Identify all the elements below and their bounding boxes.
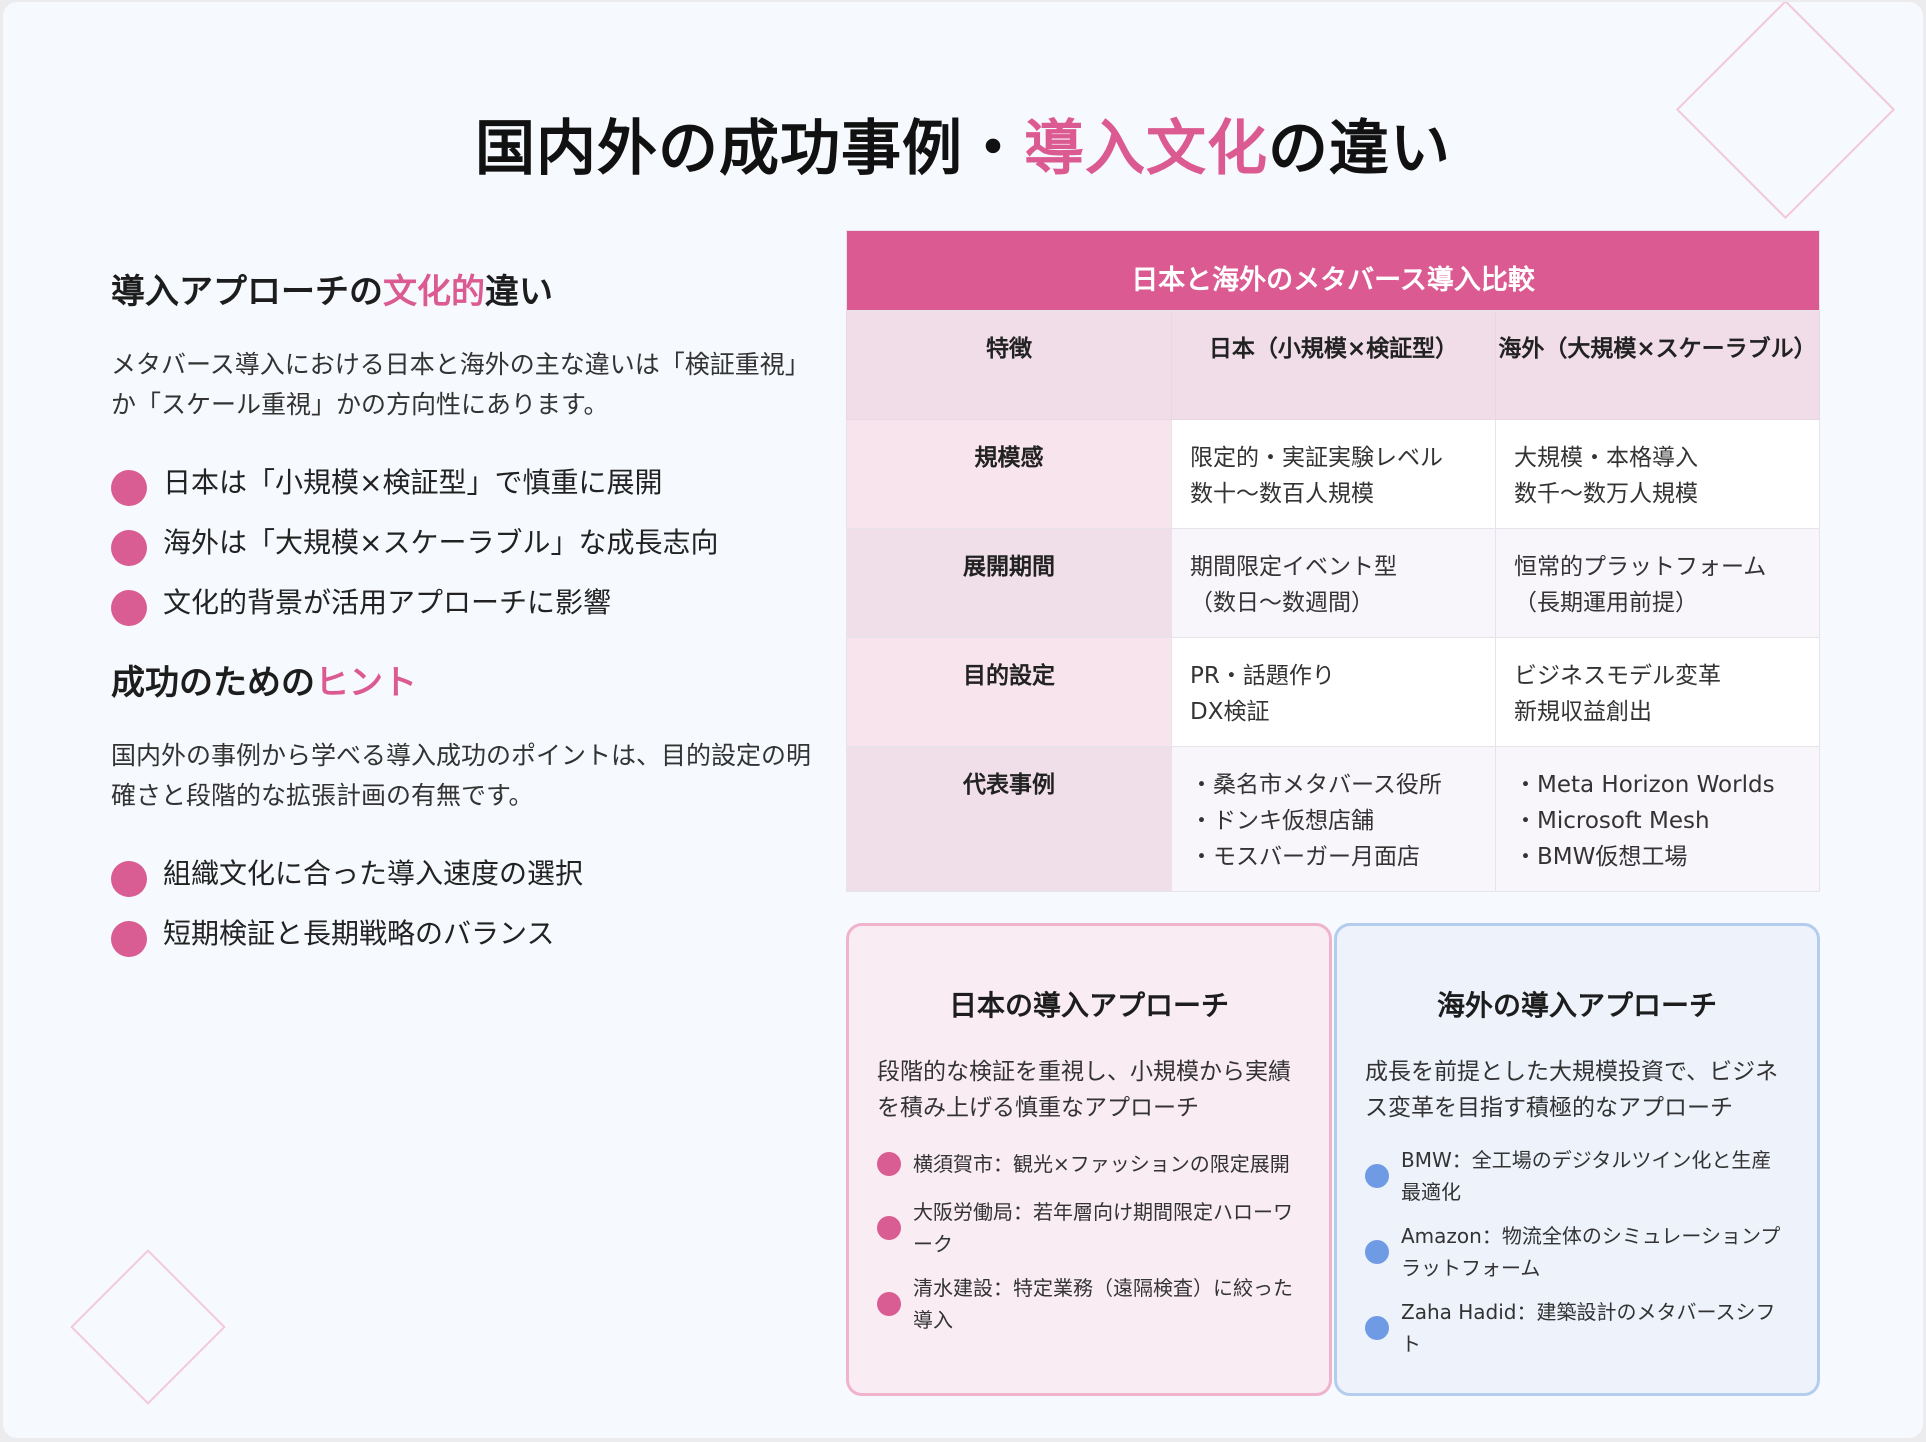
bullet-item: 日本は「小規模×検証型」で慎重に展開 (111, 453, 811, 513)
example-item: BMW：全工場のデジタルツイン化と生産最適化 (1365, 1144, 1789, 1208)
row-feature: 規模感 (846, 419, 1172, 529)
cell-overseas: 恒常的プラットフォーム （長期運用前提） (1494, 528, 1821, 638)
cell-line: ・桑名市メタバース役所 (1190, 772, 1442, 798)
cell-line: 大規模・本格導入 (1514, 445, 1698, 471)
example-text: 大阪労働局：若年層向け期間限定ハローワーク (913, 1200, 1293, 1256)
bullet-text: 日本は「小規模×検証型」で慎重に展開 (163, 466, 663, 499)
cell-line: ・ドンキ仮想店舗 (1190, 808, 1374, 834)
heading-text: 導入アプローチの (111, 272, 383, 312)
title-highlight: 導入文化 (1024, 114, 1268, 184)
cell-line: PR・話題作り (1190, 663, 1335, 689)
bullet-list: 日本は「小規模×検証型」で慎重に展開 海外は「大規模×スケーラブル」な成長志向 … (111, 453, 811, 633)
bullet-dot-icon (877, 1292, 901, 1316)
table-row: 代表事例 ・桑名市メタバース役所・ドンキ仮想店舗・モスバーガー月面店 ・Meta… (846, 746, 1821, 892)
comparison-table: 日本と海外のメタバース導入比較 特徴 日本（小規模×検証型） 海外（大規模×スケ… (845, 230, 1821, 892)
heading-text: 違い (485, 272, 553, 312)
table-header-overseas: 海外（大規模×スケーラブル） (1494, 310, 1821, 420)
cell-line: DX検証 (1190, 699, 1270, 725)
table-row: 目的設定 PR・話題作り DX検証 ビジネスモデル変革新規収益創出 (846, 637, 1821, 747)
table-header-japan: 日本（小規模×検証型） (1171, 310, 1496, 420)
section-heading-culture: 導入アプローチの文化的違い (111, 264, 811, 313)
heading-highlight: ヒント (315, 663, 417, 703)
cell-overseas: ・Meta Horizon Worlds ・Microsoft Mesh ・BMW仮… (1494, 746, 1821, 892)
japan-approach-card: 日本の導入アプローチ 段階的な検証を重視し、小規模から実績を積み上げる慎重なアプ… (846, 923, 1332, 1396)
bullet-dot-icon (877, 1152, 901, 1176)
bullet-list: 組織文化に合った導入速度の選択 短期検証と長期戦略のバランス (111, 844, 811, 964)
slide: 国内外の成功事例・導入文化の違い 導入アプローチの文化的違い メタバース導入にお… (3, 2, 1923, 1438)
table-row: 展開期間 期間限定イベント型 （数日〜数週間） 恒常的プラットフォーム （長期運用前… (846, 528, 1821, 638)
bullet-dot-icon (1365, 1164, 1389, 1188)
cell-line: ビジネスモデル変革 (1514, 663, 1721, 689)
cell-line: ・モスバーガー月面店 (1190, 844, 1420, 870)
example-text: Amazon：物流全体のシミュレーションプラットフォーム (1401, 1224, 1781, 1280)
bullet-dot-icon (1365, 1240, 1389, 1264)
page-title: 国内外の成功事例・導入文化の違い (3, 100, 1923, 187)
example-list: BMW：全工場のデジタルツイン化と生産最適化 Amazon：物流全体のシミュレー… (1365, 1144, 1789, 1360)
section-paragraph: 国内外の事例から学べる導入成功のポイントは、目的設定の明確さと段階的な拡張計画の… (111, 741, 812, 810)
bullet-text: 短期検証と長期戦略のバランス (163, 917, 555, 950)
example-item: Amazon：物流全体のシミュレーションプラットフォーム (1365, 1220, 1789, 1284)
cell-line: ・Microsoft Mesh (1514, 808, 1710, 834)
bullet-item: 組織文化に合った導入速度の選択 (111, 844, 811, 904)
bullet-dot-icon (111, 530, 147, 566)
cell-line: 恒常的プラットフォーム (1514, 554, 1767, 580)
left-column: 導入アプローチの文化的違い メタバース導入における日本と海外の主な違いは「検証重… (111, 264, 811, 964)
example-text: 横須賀市：観光×ファッションの限定展開 (913, 1152, 1290, 1176)
cell-line: 数十〜数百人規模 (1190, 481, 1374, 507)
cell-line: 限定的・実証実験レベル (1190, 445, 1443, 471)
example-text: Zaha Hadid：建築設計のメタバースシフト (1401, 1300, 1776, 1356)
bullet-item: 海外は「大規模×スケーラブル」な成長志向 (111, 513, 811, 573)
table-caption: 日本と海外のメタバース導入比較 (845, 230, 1821, 311)
heading-highlight: 文化的 (383, 272, 485, 312)
row-feature: 代表事例 (846, 746, 1172, 892)
cell-line: （長期運用前提） (1514, 590, 1698, 616)
example-item: Zaha Hadid：建築設計のメタバースシフト (1365, 1296, 1789, 1360)
bullet-dot-icon (111, 470, 147, 506)
card-title: 日本の導入アプローチ (948, 989, 1229, 1022)
bullet-item: 短期検証と長期戦略のバランス (111, 904, 811, 964)
cell-line: 新規収益創出 (1514, 699, 1652, 725)
example-item: 清水建設：特定業務（遠隔検査）に絞った導入 (877, 1272, 1301, 1336)
table-row: 規模感 限定的・実証実験レベル数十〜数百人規模 大規模・本格導入数千〜数万人規模 (846, 419, 1821, 529)
example-item: 大阪労働局：若年層向け期間限定ハローワーク (877, 1196, 1301, 1260)
cell-line: 期間限定イベント型 (1190, 554, 1397, 580)
bullet-text: 文化的背景が活用アプローチに影響 (163, 586, 612, 619)
example-text: BMW：全工場のデジタルツイン化と生産最適化 (1401, 1148, 1772, 1204)
bullet-dot-icon (877, 1216, 901, 1240)
example-list: 横須賀市：観光×ファッションの限定展開 大阪労働局：若年層向け期間限定ハローワー… (877, 1144, 1301, 1336)
card-description: 段階的な検証を重視し、小規模から実績を積み上げる慎重なアプローチ (877, 1059, 1291, 1121)
card-description: 成長を前提とした大規模投資で、ビジネス変革を目指す積極的なアプローチ (1365, 1059, 1779, 1121)
example-item: 横須賀市：観光×ファッションの限定展開 (877, 1144, 1301, 1184)
row-feature: 目的設定 (846, 637, 1172, 747)
cell-japan: 期間限定イベント型 （数日〜数週間） (1171, 528, 1496, 638)
cell-japan: PR・話題作り DX検証 (1171, 637, 1496, 747)
bullet-dot-icon (111, 861, 147, 897)
bullet-text: 組織文化に合った導入速度の選択 (163, 857, 584, 890)
table-header-feature: 特徴 (846, 310, 1172, 420)
bullet-dot-icon (1365, 1316, 1389, 1340)
cell-japan: ・桑名市メタバース役所・ドンキ仮想店舗・モスバーガー月面店 (1171, 746, 1496, 892)
cell-line: （数日〜数週間） (1190, 590, 1374, 616)
cell-line: ・BMW仮想工場 (1514, 844, 1688, 870)
bullet-text: 海外は「大規模×スケーラブル」な成長志向 (163, 526, 719, 559)
cell-line: ・Meta Horizon Worlds (1514, 772, 1775, 798)
cell-line: 数千〜数万人規模 (1514, 481, 1698, 507)
heading-text: 成功のための (111, 663, 315, 703)
cell-overseas: 大規模・本格導入数千〜数万人規模 (1494, 419, 1821, 529)
cell-japan: 限定的・実証実験レベル数十〜数百人規模 (1171, 419, 1496, 529)
section-heading-hints: 成功のためのヒント (111, 655, 811, 704)
diamond-decoration (70, 1249, 226, 1405)
example-text: 清水建設：特定業務（遠隔検査）に絞った導入 (913, 1276, 1293, 1332)
overseas-approach-card: 海外の導入アプローチ 成長を前提とした大規模投資で、ビジネス変革を目指す積極的な… (1334, 923, 1820, 1396)
title-text: 国内外の成功事例・ (475, 114, 1024, 184)
card-title: 海外の導入アプローチ (1436, 989, 1717, 1022)
section-paragraph: メタバース導入における日本と海外の主な違いは「検証重視」か「スケール重視」かの方… (111, 350, 810, 419)
bullet-item: 文化的背景が活用アプローチに影響 (111, 573, 811, 633)
bullet-dot-icon (111, 921, 147, 957)
row-feature: 展開期間 (846, 528, 1172, 638)
title-text: の違い (1268, 114, 1451, 184)
cell-overseas: ビジネスモデル変革新規収益創出 (1494, 637, 1821, 747)
bullet-dot-icon (111, 590, 147, 626)
